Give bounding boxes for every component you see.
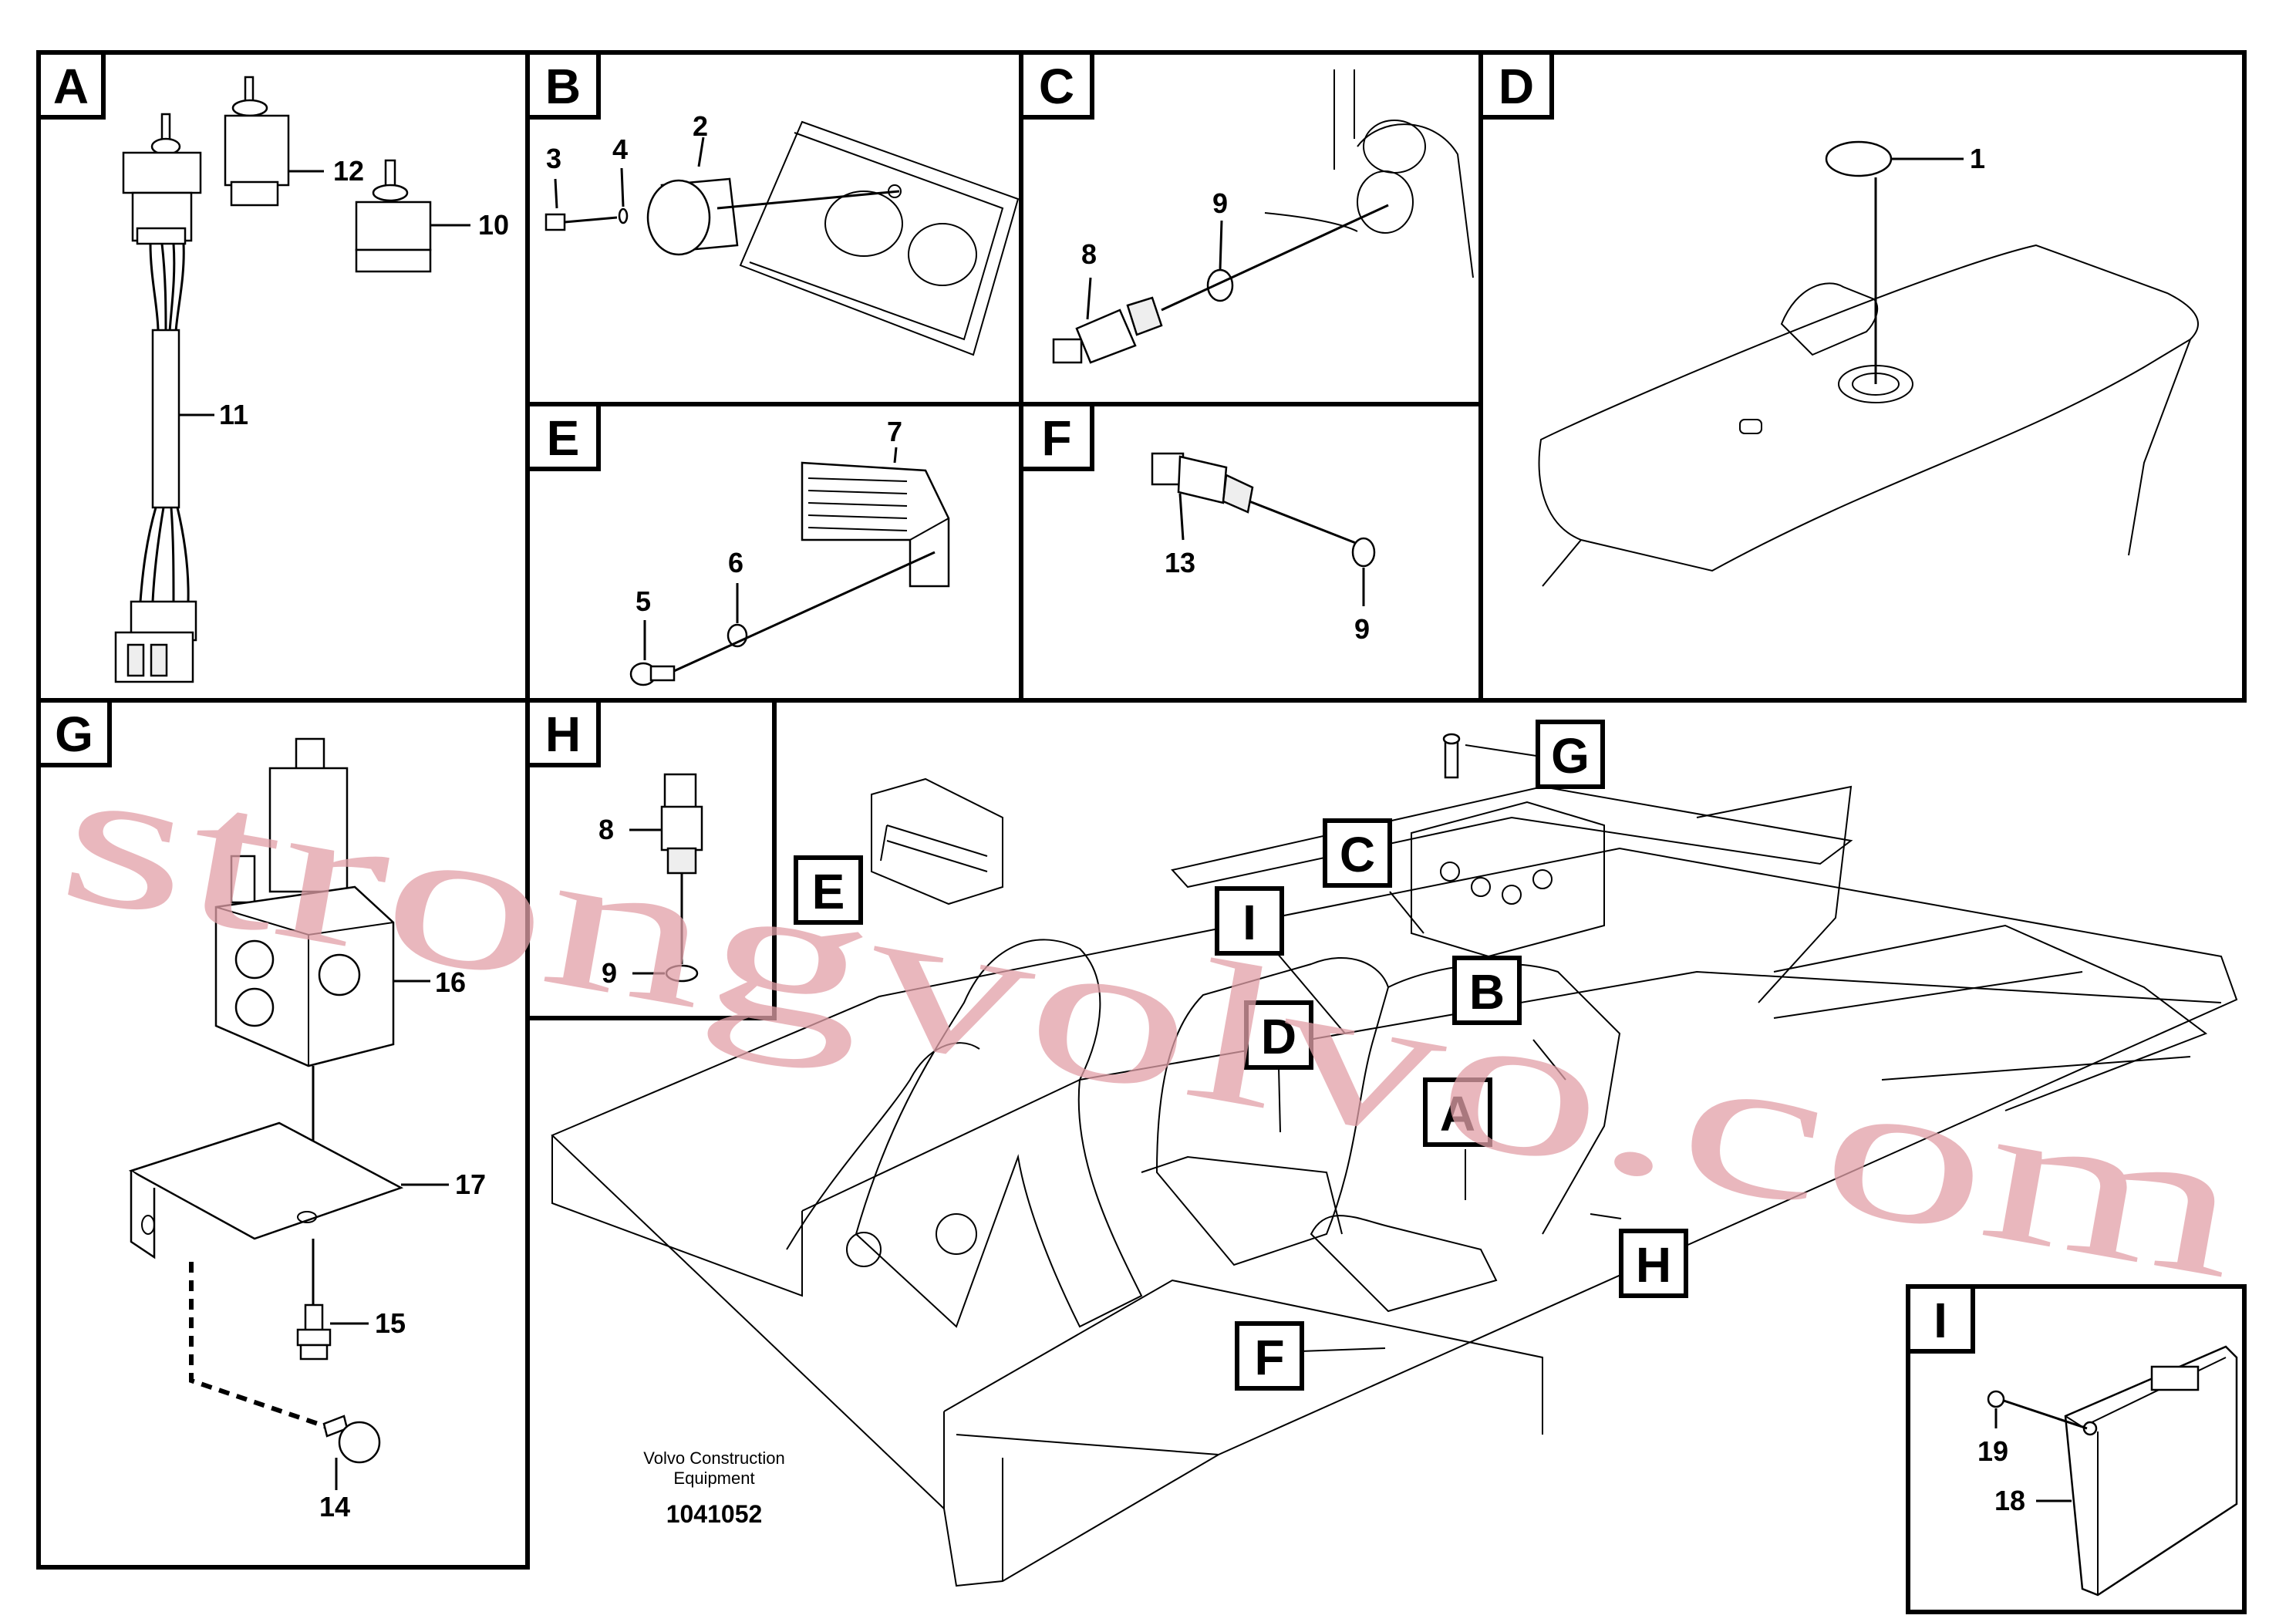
callout-3: 3 [546,143,561,174]
panel-e: E 7 5 6 [525,402,950,686]
bolt-14-icon [322,1415,381,1464]
screw-5-icon [629,662,676,686]
callout-10: 10 [478,209,509,241]
toggle-switch-icon [122,113,202,245]
callout-7: 7 [887,416,902,447]
footer-company-line2: Equipment [673,1469,754,1488]
screw-3-icon [544,213,618,231]
overview-tag-d: D [1261,1009,1296,1064]
bolt-15-icon [296,1303,332,1361]
callout-9-h: 9 [602,957,617,989]
callout-17: 17 [455,1168,486,1200]
callout-14: 14 [319,1491,350,1523]
panel-d: D 1 [1478,50,2199,587]
panel-a-label: A [53,59,89,114]
drawing-footer: Volvo Construction Equipment 1041052 [643,1448,784,1528]
callout-12: 12 [333,155,364,187]
panel-i: I 19 18 [1906,1284,2238,1597]
panel-g: G 16 17 15 [36,698,486,1523]
overview-tag-b: B [1469,964,1505,1020]
switch-12-icon [224,76,290,207]
callout-15: 15 [375,1307,406,1339]
panel-b: B 2 3 4 [525,50,1020,356]
bracket-17-icon [128,1121,404,1259]
overview-tag-g: G [1551,728,1590,784]
control-unit-18-icon [2064,1345,2238,1597]
panel-b-label: B [545,59,581,114]
overview-tag-a: A [1440,1086,1475,1141]
callout-13: 13 [1165,547,1195,578]
overview-tag-h: H [1636,1237,1671,1293]
solenoid-valve-16-icon [214,737,395,1067]
panel-e-label: E [547,410,580,466]
switch-10-icon [355,159,432,273]
panel-f: F 13 9 [1019,402,1376,645]
callout-9-f: 9 [1354,613,1370,645]
sensor-8-icon [1052,296,1163,364]
footer-company-line1: Volvo Construction [643,1448,784,1468]
panel-c: C 9 8 [1019,50,1474,364]
overview-tag-i: I [1242,895,1256,950]
relay-bracket-7-icon [801,461,950,588]
callout-16: 16 [435,966,466,998]
panel-g-label: G [55,706,93,762]
overview-tag-f: F [1254,1330,1284,1385]
panel-c-label: C [1039,59,1074,114]
panel-h-label: H [545,706,581,762]
overview-tag-c: C [1340,827,1375,882]
footer-drawing-number: 1041052 [666,1500,763,1528]
overview-tags: G E C I B D A H F [794,720,1688,1391]
switch-2-icon [646,177,739,256]
screw-19-icon [1987,1390,2088,1430]
panel-f-label: F [1041,410,1071,466]
callout-6: 6 [728,547,743,578]
overview-tag-e: E [812,864,845,919]
connector-icon [114,600,197,683]
sensor-13-icon [1151,452,1254,514]
callout-9-c: 9 [1212,187,1228,219]
callout-1: 1 [1970,143,1985,174]
sensor-8-h-icon [660,773,703,875]
callout-11: 11 [219,399,248,430]
panel-i-label: I [1934,1293,1947,1348]
callout-4: 4 [612,133,628,165]
callout-5: 5 [636,585,651,617]
panel-frames [36,50,2247,1614]
callout-19: 19 [1977,1435,2008,1467]
panel-a: A 12 [36,50,509,683]
cap-1-icon [1825,140,1893,177]
panel-h: H 8 9 [525,698,703,989]
callout-18: 18 [1994,1485,2025,1516]
panel-d-label: D [1499,59,1534,114]
machine-frame-overview [551,733,2238,1587]
callout-8-h: 8 [598,814,614,845]
callout-8-c: 8 [1081,238,1097,270]
callout-2: 2 [693,110,708,142]
